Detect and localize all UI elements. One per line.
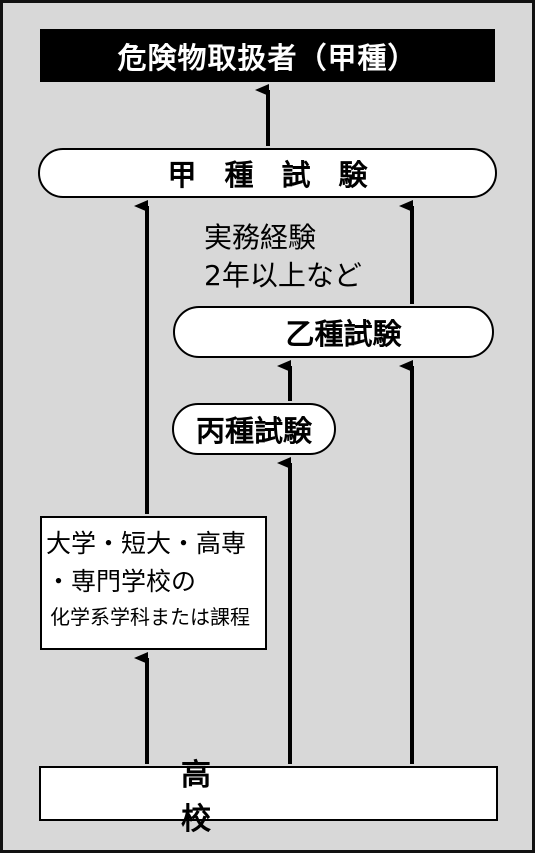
school-line2: ・専門学校の <box>46 567 197 596</box>
school-line3: 化学系学科または課程 <box>50 605 250 629</box>
diagram-title: 危険物取扱者（甲種） <box>40 29 495 82</box>
node-high-school: 高校 <box>39 758 498 837</box>
experience-note: 実務経験 2年以上など <box>204 219 362 295</box>
node-otsu-exam: 乙種試験 <box>173 306 494 358</box>
node-kou-exam: 甲種試験 <box>38 148 497 198</box>
node-hei-exam: 丙種試験 <box>172 403 336 455</box>
school-line1: 大学・短大・高専 <box>46 529 247 558</box>
experience-note-line2: 2年以上など <box>204 259 362 292</box>
experience-note-line1: 実務経験 <box>204 221 317 254</box>
node-school: 大学・短大・高専 ・専門学校の 化学系学科または課程 <box>40 516 267 650</box>
